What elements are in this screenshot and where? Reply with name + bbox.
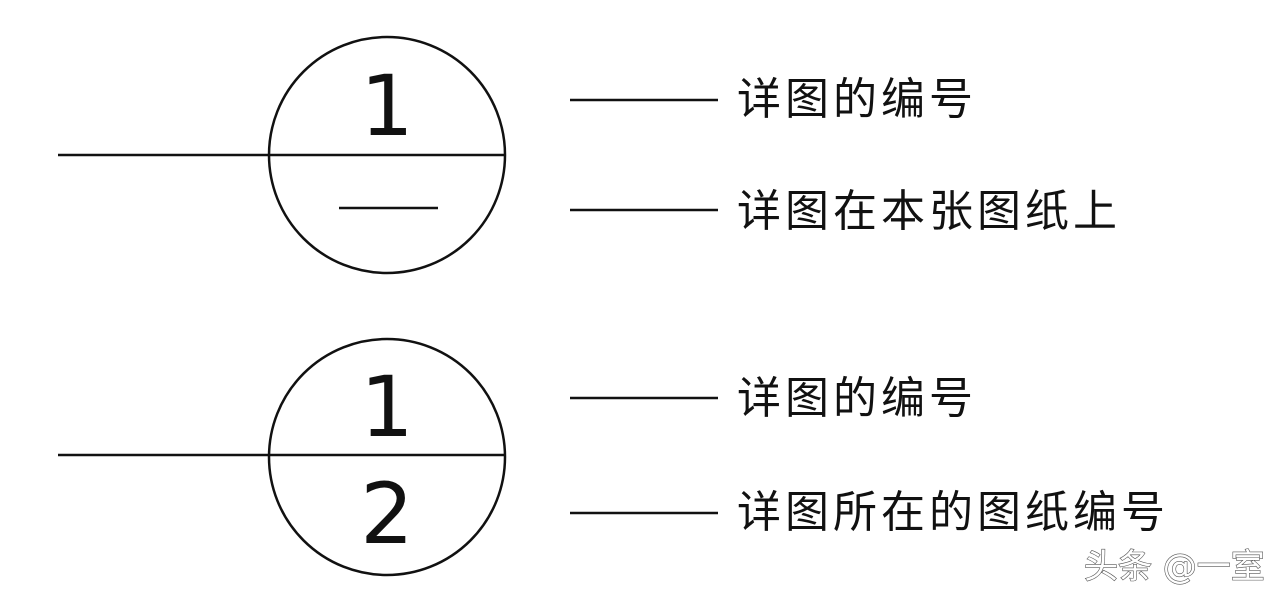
label-detail-number: 详图的编号 xyxy=(737,74,977,125)
index-circle xyxy=(267,337,507,577)
label-sheet-number: 详图所在的图纸编号 xyxy=(737,487,1169,538)
sheet-number: 2 xyxy=(360,465,413,563)
label-detail-number: 详图的编号 xyxy=(737,373,977,424)
detail-symbol-other-sheet: 1 2 详图的编号 详图所在的图纸编号 xyxy=(58,337,1169,577)
detail-number: 1 xyxy=(360,57,413,155)
detail-number: 1 xyxy=(360,358,413,456)
detail-symbol-same-sheet: 1 详图的编号 详图在本张图纸上 xyxy=(58,35,1121,275)
label-location: 详图在本张图纸上 xyxy=(737,186,1121,237)
index-circle xyxy=(267,35,507,275)
watermark: 头条 @一室 xyxy=(1084,547,1265,587)
